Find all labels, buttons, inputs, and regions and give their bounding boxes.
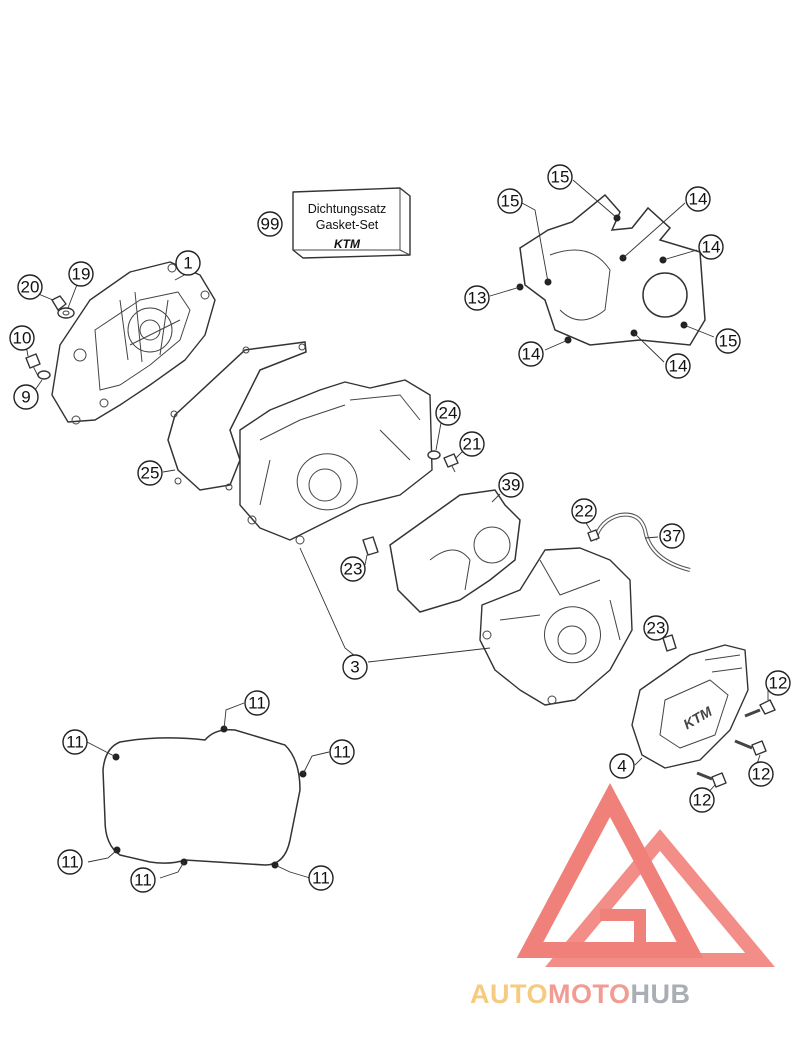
callout-19: 19 (68, 261, 94, 287)
callout-9: 9 (13, 384, 39, 410)
ktm-logo-small: KTM (334, 237, 361, 251)
callout-15: 15 (715, 328, 741, 354)
dowel-pin-23b (662, 634, 677, 652)
svg-text:11: 11 (248, 694, 266, 713)
svg-text:14: 14 (689, 190, 708, 209)
bolt-12b (734, 739, 767, 756)
callout-37: 37 (659, 523, 685, 549)
svg-text:1: 1 (183, 254, 192, 273)
callout-23: 23 (340, 556, 366, 582)
washer-24 (427, 450, 441, 460)
svg-text:15: 15 (551, 168, 570, 187)
bolt-12a (744, 699, 776, 718)
fitting-22 (587, 529, 600, 542)
callout-21: 21 (459, 431, 485, 457)
svg-text:37: 37 (663, 527, 682, 546)
callout-14: 14 (665, 353, 691, 379)
screw-21 (443, 453, 459, 473)
gasket-kit-label-en: Gasket-Set (316, 218, 379, 232)
plug-20 (51, 295, 67, 311)
gasket-kit-box: Dichtungssatz Gasket-Set KTM (292, 187, 411, 259)
callout-11: 11 (57, 849, 83, 875)
svg-text:10: 10 (13, 329, 32, 348)
svg-text:99: 99 (261, 215, 280, 234)
crankcase-left (239, 379, 433, 545)
svg-text:14: 14 (522, 345, 541, 364)
callout-99: 99 (257, 211, 283, 237)
svg-text:11: 11 (312, 869, 330, 888)
bolt-12c (696, 771, 727, 788)
svg-text:11: 11 (333, 743, 351, 762)
svg-text:15: 15 (719, 332, 738, 351)
callout-24: 24 (435, 400, 461, 426)
gasket-kit-label-de: Dichtungssatz (308, 202, 387, 216)
callout-11: 11 (130, 867, 156, 893)
callout-39: 39 (498, 472, 524, 498)
callout-23: 23 (643, 615, 669, 641)
svg-text:14: 14 (702, 238, 721, 257)
crankcase-gasket (389, 489, 521, 613)
callout-11: 11 (244, 690, 270, 716)
svg-text:20: 20 (21, 278, 40, 297)
callout-12: 12 (748, 761, 774, 787)
callout-11: 11 (62, 729, 88, 755)
cylinder-gasket (516, 193, 706, 346)
crankcase-right (479, 547, 633, 706)
svg-text:12: 12 (769, 674, 788, 693)
svg-text:11: 11 (66, 733, 84, 752)
ignition-cover-gasket (102, 725, 307, 869)
callout-20: 20 (17, 274, 43, 300)
watermark-logo: AUTOMOTOHUB (470, 783, 775, 1009)
svg-text:19: 19 (72, 265, 91, 284)
clutch-cover-gasket (167, 341, 307, 491)
callout-22: 22 (571, 498, 597, 524)
callout-10: 10 (9, 325, 35, 351)
callout-25: 25 (137, 460, 163, 486)
callout-14: 14 (698, 234, 724, 260)
washer-9 (37, 370, 51, 380)
callout-14: 14 (518, 341, 544, 367)
watermark-triangle-mark (516, 783, 775, 967)
svg-text:22: 22 (575, 502, 594, 521)
callout-11: 11 (329, 739, 355, 765)
svg-text:23: 23 (344, 560, 363, 579)
washer-19 (57, 307, 75, 319)
svg-text:11: 11 (134, 871, 152, 890)
ignition-cover: KTM (631, 644, 749, 769)
callout-15: 15 (497, 188, 523, 214)
svg-text:12: 12 (693, 791, 712, 810)
callout-11: 11 (308, 865, 334, 891)
svg-text:14: 14 (669, 357, 688, 376)
callout-12: 12 (689, 787, 715, 813)
svg-text:24: 24 (439, 404, 458, 423)
svg-text:12: 12 (752, 765, 771, 784)
svg-text:9: 9 (21, 388, 30, 407)
callout-12: 12 (765, 670, 791, 696)
breather-hose (593, 512, 691, 572)
svg-text:23: 23 (647, 619, 666, 638)
svg-text:11: 11 (61, 853, 79, 872)
callout-14: 14 (685, 186, 711, 212)
callout-1: 1 (175, 250, 201, 276)
watermark-text: AUTOMOTOHUB (470, 979, 691, 1009)
callout-13: 13 (464, 285, 490, 311)
svg-text:4: 4 (617, 757, 626, 776)
clutch-cover (51, 261, 216, 425)
callout-3: 3 (342, 654, 368, 680)
svg-text:15: 15 (501, 192, 520, 211)
svg-text:25: 25 (141, 464, 160, 483)
svg-text:21: 21 (463, 435, 482, 454)
dowel-pin-23a (362, 536, 379, 556)
screw-10 (25, 353, 41, 377)
svg-text:13: 13 (468, 289, 487, 308)
callout-4: 4 (609, 753, 635, 779)
svg-text:39: 39 (502, 476, 521, 495)
svg-text:3: 3 (350, 658, 359, 677)
callout-15: 15 (547, 164, 573, 190)
